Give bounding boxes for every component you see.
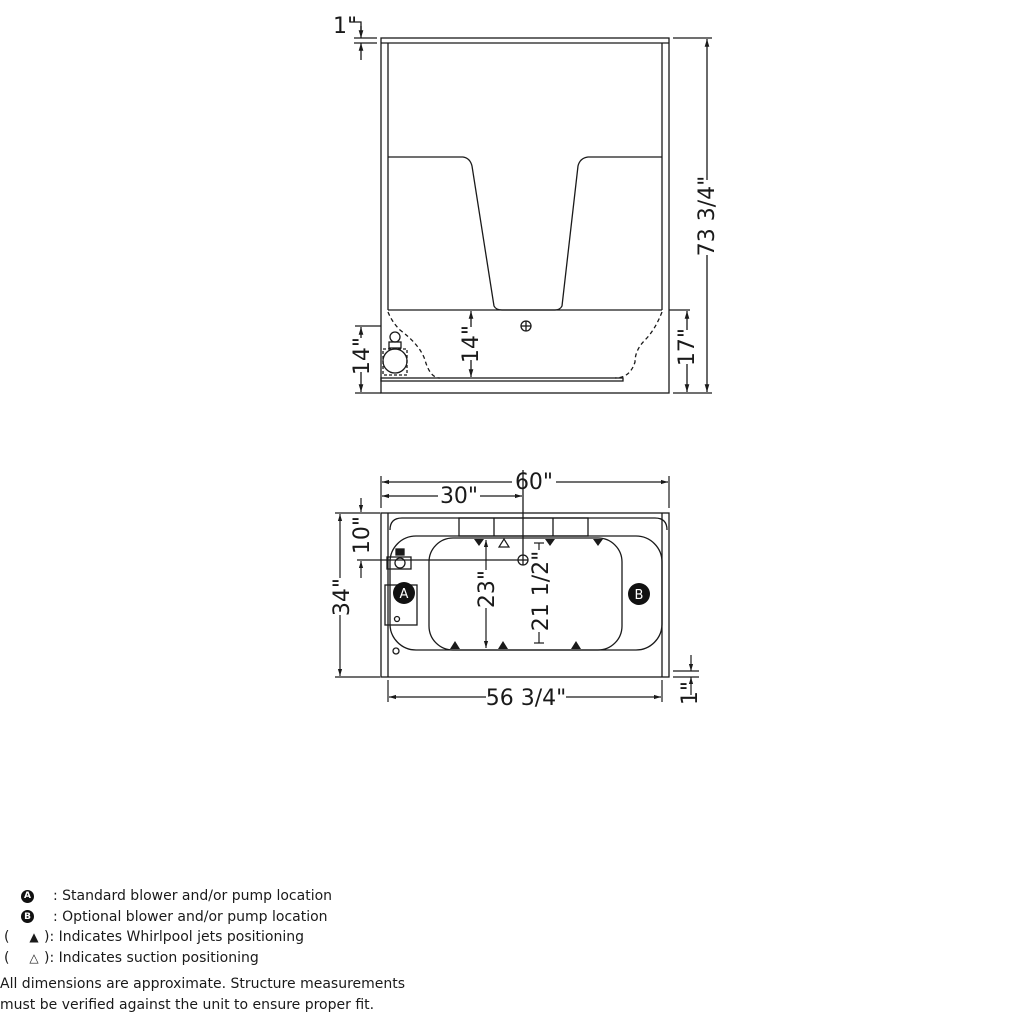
base-plate: [381, 378, 623, 381]
seat-ledge: [388, 157, 662, 310]
legend-text: ): Indicates Whirlpool jets positioning: [44, 927, 304, 948]
dim-drain-from-wall: 10": [350, 516, 375, 554]
elevation-view: [350, 22, 712, 393]
legend: A : Standard blower and/or pump location…: [0, 886, 405, 1015]
paren: (: [4, 927, 16, 948]
plan-view: [357, 470, 669, 677]
disclaimer-line-1: All dimensions are approximate. Structur…: [0, 974, 405, 995]
jet-icon: [474, 539, 484, 546]
skirt-left-dashed: [388, 312, 440, 378]
dim-drain-offset: 30": [440, 484, 478, 509]
legend-text: : Optional blower and/or pump location: [53, 907, 328, 928]
pump-b-marker: B: [628, 583, 650, 605]
dim-overall-depth: 34": [330, 578, 355, 616]
legend-text: ): Indicates suction positioning: [44, 948, 259, 969]
jet-icon: [571, 641, 581, 649]
dim-inner-depth: 23": [475, 570, 500, 608]
dim-rim-thickness: 1": [333, 14, 357, 39]
technical-drawing: 1" 73 3/4" 17" 14" 14": [0, 0, 1024, 880]
dim-skirt-height: 17": [675, 328, 700, 366]
disclaimer-line-2: must be verified against the unit to ens…: [0, 995, 405, 1015]
dim-inner-length: 56 3/4": [486, 686, 567, 711]
dim-wall-flange: 1": [678, 681, 703, 705]
skirt-right-dashed: [615, 312, 662, 378]
deck: [390, 518, 667, 530]
jet-icon: [450, 641, 460, 649]
dim-pump-height: 14": [350, 337, 375, 375]
jet-icon: [498, 641, 508, 649]
legend-item-pump-b: B : Optional blower and/or pump location: [0, 907, 405, 928]
svg-text:B: B: [635, 588, 644, 603]
dim-floor-to-seat: 14": [459, 325, 484, 363]
whirlpool-jets: [450, 539, 603, 649]
dim-overall-width: 60": [515, 470, 553, 495]
legend-item-jets: ( ▲ ): Indicates Whirlpool jets position…: [0, 927, 405, 948]
pump-a-marker: A: [393, 582, 415, 604]
pump-icon: [383, 332, 407, 375]
pump-a-badge-icon: A: [21, 890, 34, 903]
dim-basin-depth: 21 1/2": [529, 551, 554, 632]
inner-basin: [429, 538, 622, 650]
pump-b-badge-icon: B: [21, 910, 34, 923]
svg-text:A: A: [400, 587, 409, 602]
elevation-outline: [381, 38, 669, 393]
paren: (: [4, 948, 16, 969]
jet-icon: [593, 539, 603, 546]
legend-item-pump-a: A : Standard blower and/or pump location: [0, 886, 405, 907]
legend-item-suction: ( △ ): Indicates suction positioning: [0, 948, 405, 969]
legend-text: : Standard blower and/or pump location: [53, 886, 332, 907]
suction-icon: [499, 539, 509, 547]
dim-total-height: 73 3/4": [695, 176, 720, 257]
suction-triangle-icon: △: [24, 948, 44, 969]
jet-triangle-icon: ▲: [24, 927, 44, 948]
jet-icon: [545, 539, 555, 546]
overflow-icon: [393, 648, 399, 654]
